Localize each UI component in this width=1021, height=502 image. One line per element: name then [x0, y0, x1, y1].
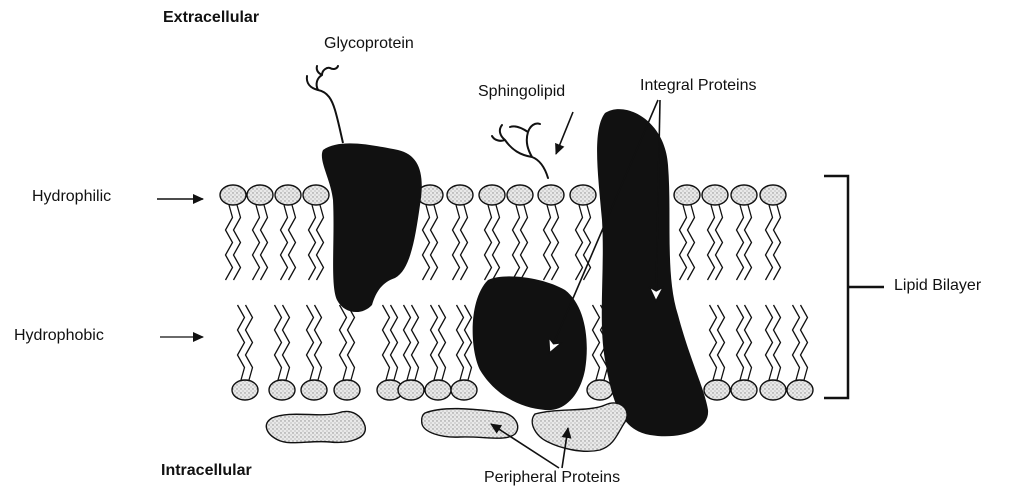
hydrophilic-label: Hydrophilic: [32, 189, 111, 205]
integral-protein-center: [473, 276, 587, 410]
phospholipid-top: [275, 185, 301, 280]
sphingolipid-label: Sphingolipid: [478, 84, 565, 100]
integral-proteins-label: Integral Proteins: [640, 78, 757, 94]
phospholipid-top: [479, 185, 505, 280]
lipid-bilayer-label: Lipid Bilayer: [894, 278, 981, 294]
peripheral-protein-left: [266, 411, 365, 442]
peripheral-proteins-label: Peripheral Proteins: [484, 470, 620, 486]
glycoprotein-label: Glycoprotein: [324, 36, 414, 52]
phospholipid-top: [507, 185, 533, 280]
phospholipid-top: [570, 185, 596, 280]
lipid-bilayer-bracket: [824, 176, 884, 398]
phospholipid-bottom: [787, 305, 813, 400]
phospholipid-top: [447, 185, 473, 280]
phospholipid-bottom: [451, 305, 477, 400]
peripheral-proteins: [266, 403, 627, 451]
phospholipid-top: [220, 185, 246, 280]
sphingolipid-arrow: [556, 112, 573, 154]
phospholipid-bottom: [269, 305, 295, 400]
phospholipid-top: [538, 185, 564, 280]
phospholipid-top: [731, 185, 757, 280]
phospholipid-top: [760, 185, 786, 280]
hydrophobic-label: Hydrophobic: [14, 328, 104, 344]
intracellular-label: Intracellular: [161, 463, 252, 479]
phospholipid-bottom: [704, 305, 730, 400]
phospholipid-bottom: [425, 305, 451, 400]
phospholipid-top: [417, 185, 443, 280]
extracellular-label: Extracellular: [163, 10, 259, 26]
phospholipid-top: [303, 185, 329, 280]
phospholipid-bottom: [760, 305, 786, 400]
phospholipid-bottom: [301, 305, 327, 400]
phospholipid-top: [702, 185, 728, 280]
peripheral-protein-middle: [422, 409, 518, 439]
phospholipid-bottom: [731, 305, 757, 400]
phospholipid-bottom: [232, 305, 258, 400]
peripheral-protein-right: [532, 403, 627, 451]
sphingolipid-chain: [492, 123, 548, 178]
phospholipid-bottom: [398, 305, 424, 400]
phospholipid-top: [674, 185, 700, 280]
phospholipid-top: [247, 185, 273, 280]
phospholipid-bottom: [334, 305, 360, 400]
